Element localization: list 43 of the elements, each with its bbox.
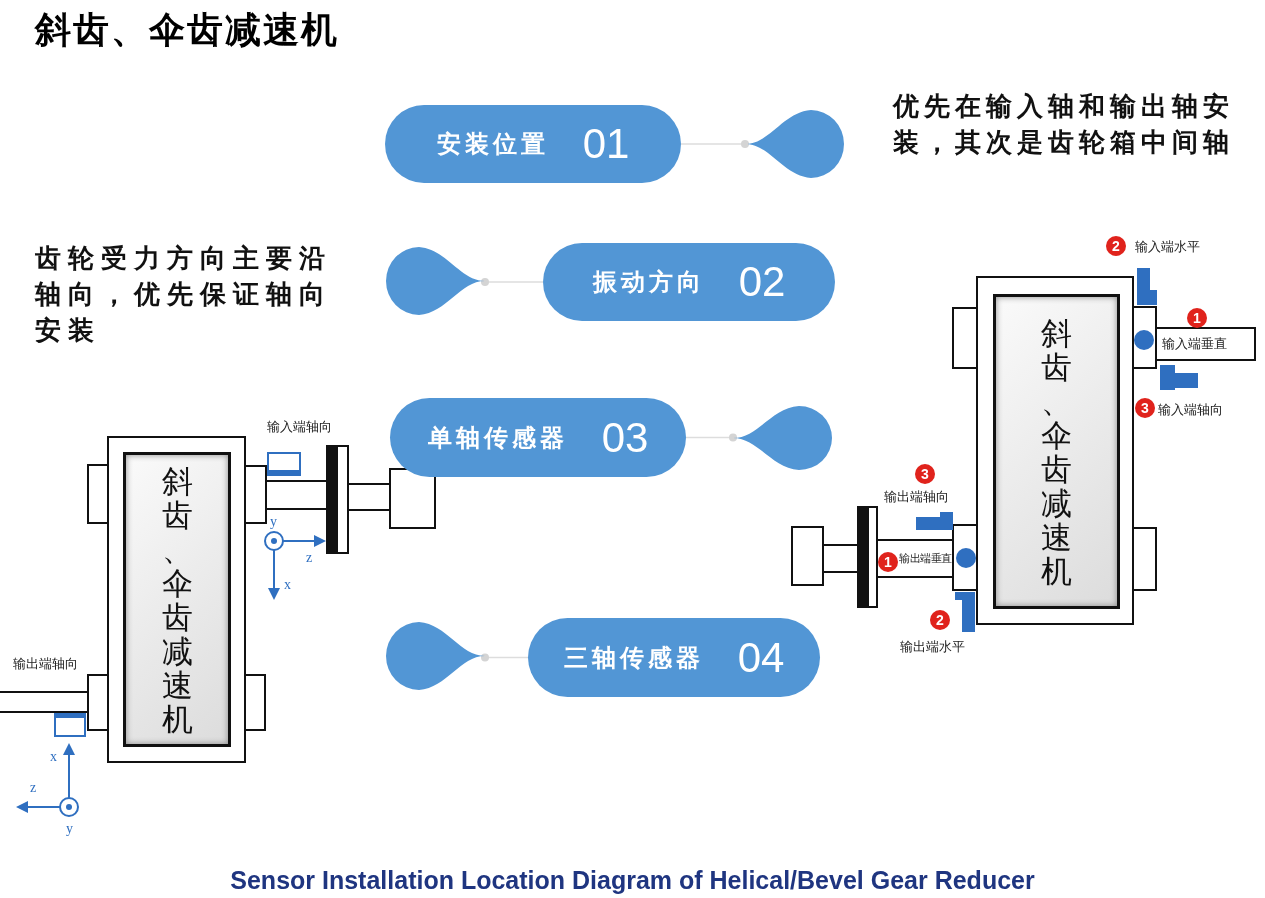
axis-label: y: [270, 515, 277, 529]
note-text: 优先在输入轴和输出轴安装，其次是齿轮箱中间轴: [893, 90, 1235, 159]
axis-label: x: [284, 578, 291, 592]
connector-line: [481, 653, 529, 662]
pill-title: 振动方向: [592, 267, 705, 298]
page-title: 斜齿、伞齿减速机: [35, 8, 339, 52]
callout-number: 2: [1106, 236, 1126, 256]
drop-shape: [385, 620, 485, 692]
sensor-position-label: 输出端垂直: [899, 553, 952, 564]
sensor-position-label: 输出端轴向: [13, 657, 78, 670]
sensor-position-label: 输入端垂直: [1162, 337, 1227, 350]
sensor-position-label: 输出端轴向: [884, 490, 949, 503]
gearbox-label: 斜齿、伞齿减速机: [1040, 315, 1073, 588]
axis-label: x: [50, 750, 57, 764]
pill-title: 安装位置: [436, 129, 549, 160]
sensor-position-label: 输入端轴向: [1158, 403, 1223, 416]
callout-number: 3: [1135, 398, 1155, 418]
sensor-position-label: 输入端轴向: [267, 420, 332, 433]
callout-number: 2: [930, 610, 950, 630]
caption: Sensor Installation Location Diagram of Helical/Bevel Gear Reducer: [229, 866, 1036, 895]
note-text: 齿轮受力方向主要沿轴向，优先保证轴向安装: [35, 242, 333, 347]
step-number: 04: [737, 633, 785, 682]
gearbox-panel: [123, 452, 231, 747]
step-number: 02: [738, 258, 786, 306]
step-number: 01: [582, 120, 630, 168]
numbered-pill: [390, 398, 686, 477]
sensor-position-label: 输出端水平: [900, 640, 965, 653]
connector-line: [685, 433, 737, 442]
drop-shape: [733, 404, 833, 472]
axis-label: z: [30, 781, 37, 795]
step-number: 03: [601, 413, 649, 462]
drop-shape: [385, 245, 485, 317]
axis-label: y: [66, 822, 73, 836]
callout-number: 1: [1187, 308, 1207, 328]
connector-line: [680, 140, 749, 148]
callout-number: 3: [915, 464, 935, 484]
pill-title: 单轴传感器: [427, 422, 568, 454]
gearbox-panel: [993, 294, 1120, 609]
sensor-position-label: 输入端水平: [1135, 240, 1200, 253]
pill-title: 三轴传感器: [563, 642, 704, 674]
axis-label: z: [306, 551, 313, 565]
gearbox-label: 斜齿、伞齿减速机: [160, 463, 194, 736]
connector-line: [481, 278, 544, 286]
